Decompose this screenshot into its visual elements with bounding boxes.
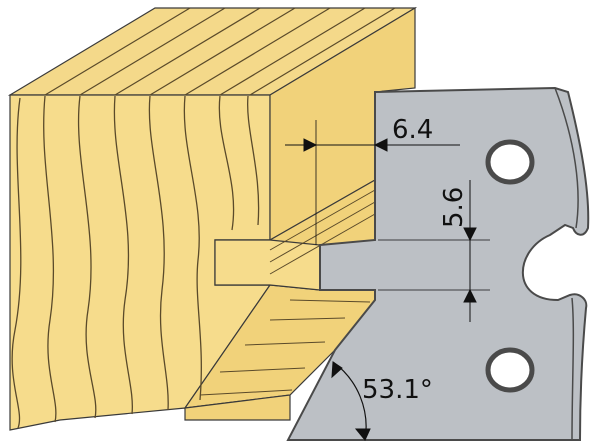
wood-tongue-front — [214, 239, 321, 291]
wood-front-grain — [11, 95, 260, 429]
knife-profile — [286, 86, 590, 441]
wood-bottom-strip — [184, 394, 291, 421]
mounting-hole-top — [485, 139, 535, 185]
dim-label-slot-height: 5.6 — [439, 187, 469, 228]
knife-back-edge-lower — [571, 297, 575, 441]
dim-label-angle: 53.1° — [362, 375, 433, 405]
angle-arrow-bottom — [354, 428, 371, 441]
dimension-lines — [285, 120, 490, 441]
dim-64-arrow-left — [303, 138, 318, 152]
angle-arrow-top — [331, 361, 343, 379]
mounting-hole-bottom — [485, 347, 535, 393]
wood-top-grain — [44, 7, 396, 96]
dim-label-width-offset: 6.4 — [392, 115, 433, 145]
wood-block — [7, 6, 418, 431]
dim-56-arrow-bottom — [463, 288, 477, 303]
knife-back-edge — [554, 87, 579, 229]
dim-64-arrow-right — [373, 138, 388, 152]
dim-56-arrow-top — [463, 227, 477, 242]
